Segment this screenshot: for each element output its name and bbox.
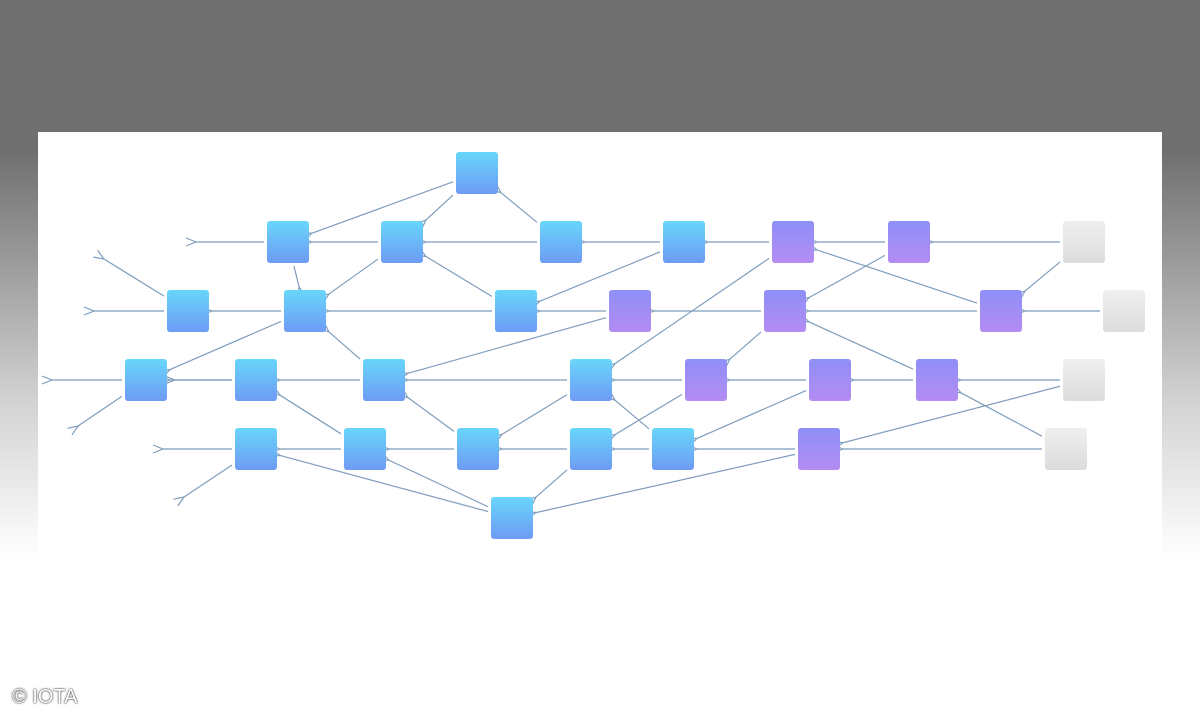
transaction-node-confirmed [457, 428, 499, 470]
edge-n1-to-n3 [426, 194, 454, 220]
transaction-node-pending [764, 290, 806, 332]
edge-n16-to-out-e [78, 395, 123, 426]
transaction-node-tip [1063, 359, 1105, 401]
edge-n19-to-n26 [502, 394, 568, 435]
diagram-panel [38, 132, 1162, 720]
edge-n31-to-n24 [280, 455, 489, 513]
transaction-node-pending [609, 290, 651, 332]
edge-n11-to-n3 [426, 257, 493, 297]
transaction-node-confirmed [495, 290, 537, 332]
edge-n4-to-n1 [501, 193, 538, 223]
edge-n23-to-n29 [843, 385, 1061, 443]
tangle-graph [38, 152, 1145, 539]
transaction-node-tip [1045, 428, 1087, 470]
edge-n13-to-n20 [730, 331, 762, 359]
edge-n8-to-n14 [1025, 261, 1061, 291]
edge-n26-to-n18 [408, 398, 455, 432]
transaction-node-confirmed [570, 359, 612, 401]
edge-n7-to-n13 [809, 254, 886, 297]
transaction-node-tip [1103, 290, 1145, 332]
edge-n2-to-n10 [293, 265, 299, 287]
transaction-node-confirmed [284, 290, 326, 332]
edge-n27-to-n31 [536, 469, 568, 497]
transaction-node-confirmed [235, 428, 277, 470]
edge-n18-to-n10 [329, 332, 361, 360]
edge-n3-to-n10 [329, 258, 379, 294]
edge-n31-to-n25 [389, 460, 489, 508]
edge-n21-to-n28 [697, 389, 807, 439]
transaction-node-confirmed [125, 359, 167, 401]
transaction-node-pending [772, 221, 814, 263]
transaction-node-confirmed [381, 221, 423, 263]
edge-n22-to-n13 [809, 322, 914, 370]
transaction-node-confirmed [663, 221, 705, 263]
transaction-node-confirmed [652, 428, 694, 470]
edge-n14-to-n6 [817, 250, 978, 304]
edge-n9-to-out-c [104, 259, 165, 297]
nodes-layer [125, 152, 1145, 539]
transaction-node-confirmed [235, 359, 277, 401]
transaction-node-confirmed [363, 359, 405, 401]
copyright-credit: © IOTA [12, 686, 78, 708]
edge-n29-to-n31 [536, 453, 796, 512]
transaction-node-pending [888, 221, 930, 263]
transaction-node-tip [1063, 221, 1105, 263]
transaction-node-pending [798, 428, 840, 470]
edge-n25-to-n17 [280, 395, 342, 435]
transaction-node-pending [809, 359, 851, 401]
edges-layer [52, 181, 1100, 513]
transaction-node-confirmed [267, 221, 309, 263]
edge-n30-to-n22 [961, 393, 1043, 437]
transaction-node-confirmed [491, 497, 533, 539]
edge-n24-to-out-h [184, 464, 233, 497]
transaction-node-pending [685, 359, 727, 401]
transaction-node-confirmed [540, 221, 582, 263]
edge-n12-to-n18 [408, 317, 607, 374]
transaction-node-pending [980, 290, 1022, 332]
edge-n28-to-n19 [615, 400, 650, 430]
transaction-node-confirmed [167, 290, 209, 332]
edge-n10-to-n16 [170, 320, 282, 369]
transaction-node-confirmed [344, 428, 386, 470]
transaction-node-confirmed [570, 428, 612, 470]
edge-n1-to-n2 [312, 181, 454, 233]
transaction-node-confirmed [456, 152, 498, 194]
edge-n20-to-n27 [615, 393, 683, 434]
edge-n5-to-n11 [540, 251, 661, 301]
transaction-node-pending [916, 359, 958, 401]
